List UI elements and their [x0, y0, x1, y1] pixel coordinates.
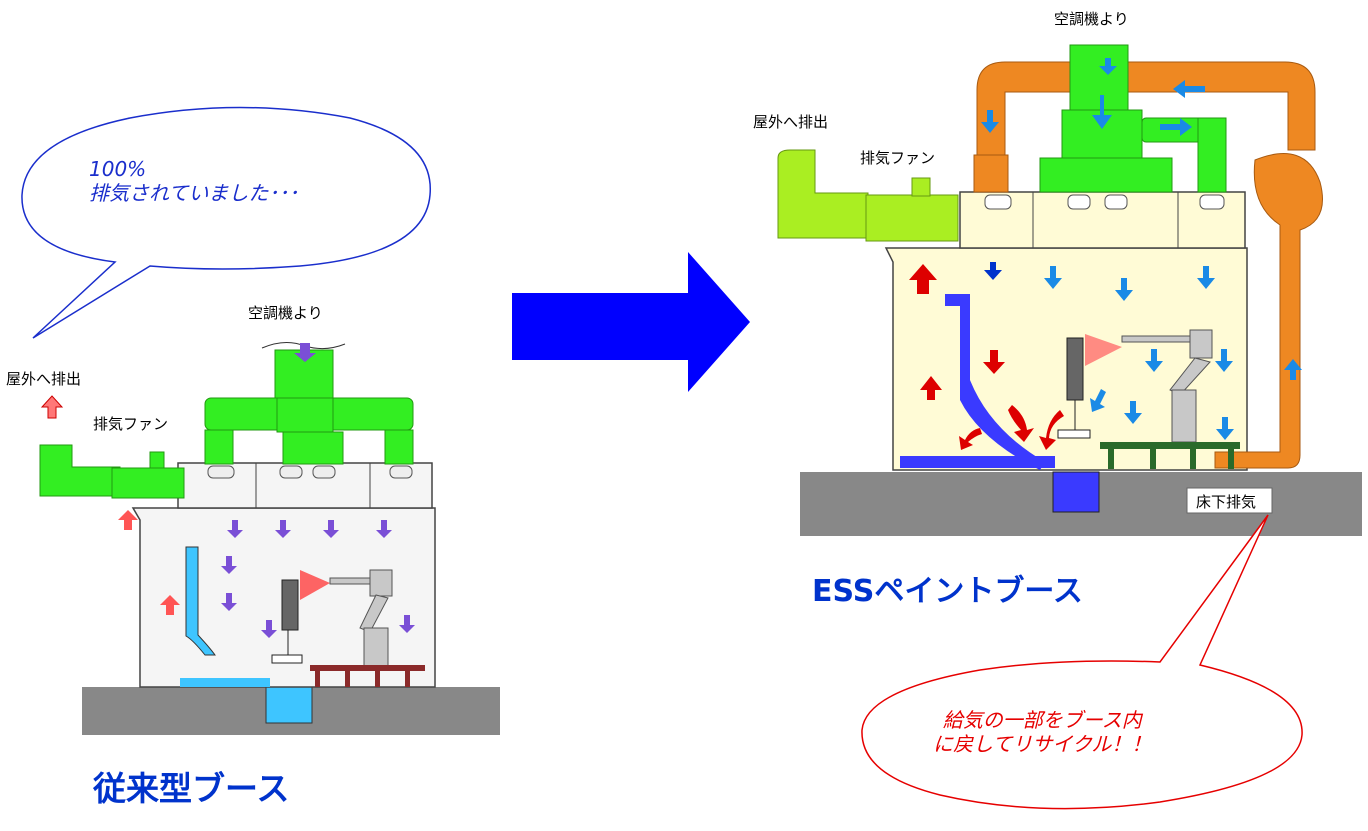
left-up-arrow: [118, 510, 138, 530]
left-workpiece: [281, 579, 299, 631]
right-water-curtain: [945, 294, 1045, 470]
right-booth-diagram: [777, 44, 1362, 536]
right-floor-exhaust-label: 床下排気: [1196, 493, 1257, 511]
left-robot: [329, 569, 393, 667]
left-water-curtain: [185, 546, 216, 656]
right-floor-label-box: [1186, 487, 1273, 514]
left-outdoor-label: 屋外へ排出: [6, 370, 82, 388]
left-ac-arrow: [294, 343, 316, 362]
left-supply-duct: [204, 349, 414, 465]
left-fan-label: 排気ファン: [93, 415, 169, 433]
left-booth-diagram: [39, 342, 500, 735]
left-conveyor: [310, 665, 425, 687]
right-fan-label: 排気ファン: [860, 149, 936, 167]
left-outdoor-arrow: [40, 395, 64, 419]
right-booth-caption: ESSペイントブース: [812, 574, 1083, 609]
right-up-arrows: [909, 264, 942, 400]
left-exhaust-duct: [39, 444, 121, 497]
left-down-arrows: [221, 520, 415, 638]
right-outdoor-label: 屋外へ排出: [753, 113, 829, 131]
left-ac-label: 空調機より: [248, 304, 323, 322]
right-conveyor: [1100, 442, 1240, 469]
right-floor-pit: [1052, 471, 1100, 513]
right-supply-duct: [1039, 44, 1227, 193]
right-filters: [984, 194, 1225, 210]
left-speech-bubble: [21, 106, 431, 339]
left-floor-pit: [265, 686, 313, 724]
transition-arrow: [512, 252, 750, 392]
right-exhaust-fan: [865, 194, 959, 242]
right-recycle-duct: [973, 61, 1323, 469]
right-ac-label: 空調機より: [1054, 10, 1129, 28]
right-speech-bubble: [861, 514, 1303, 810]
right-bubble-text: 給気の一部をブース内 に戻してリサイクル！！: [933, 708, 1152, 756]
left-spray-cone: [300, 570, 330, 600]
left-up-arrow-2: [160, 595, 180, 615]
right-workpiece: [1066, 337, 1084, 401]
right-down-arrows: [981, 58, 1302, 440]
left-exhaust-fan: [111, 467, 185, 499]
left-booth-caption: 従来型ブース: [93, 769, 290, 808]
right-robot: [1121, 329, 1213, 443]
right-spray-cone: [1085, 334, 1122, 366]
left-filters: [207, 465, 413, 479]
right-exhaust-duct: [777, 149, 869, 239]
right-red-swirl: [959, 350, 1064, 450]
left-bubble-text: 100% 排気されていました･･･: [89, 157, 299, 205]
